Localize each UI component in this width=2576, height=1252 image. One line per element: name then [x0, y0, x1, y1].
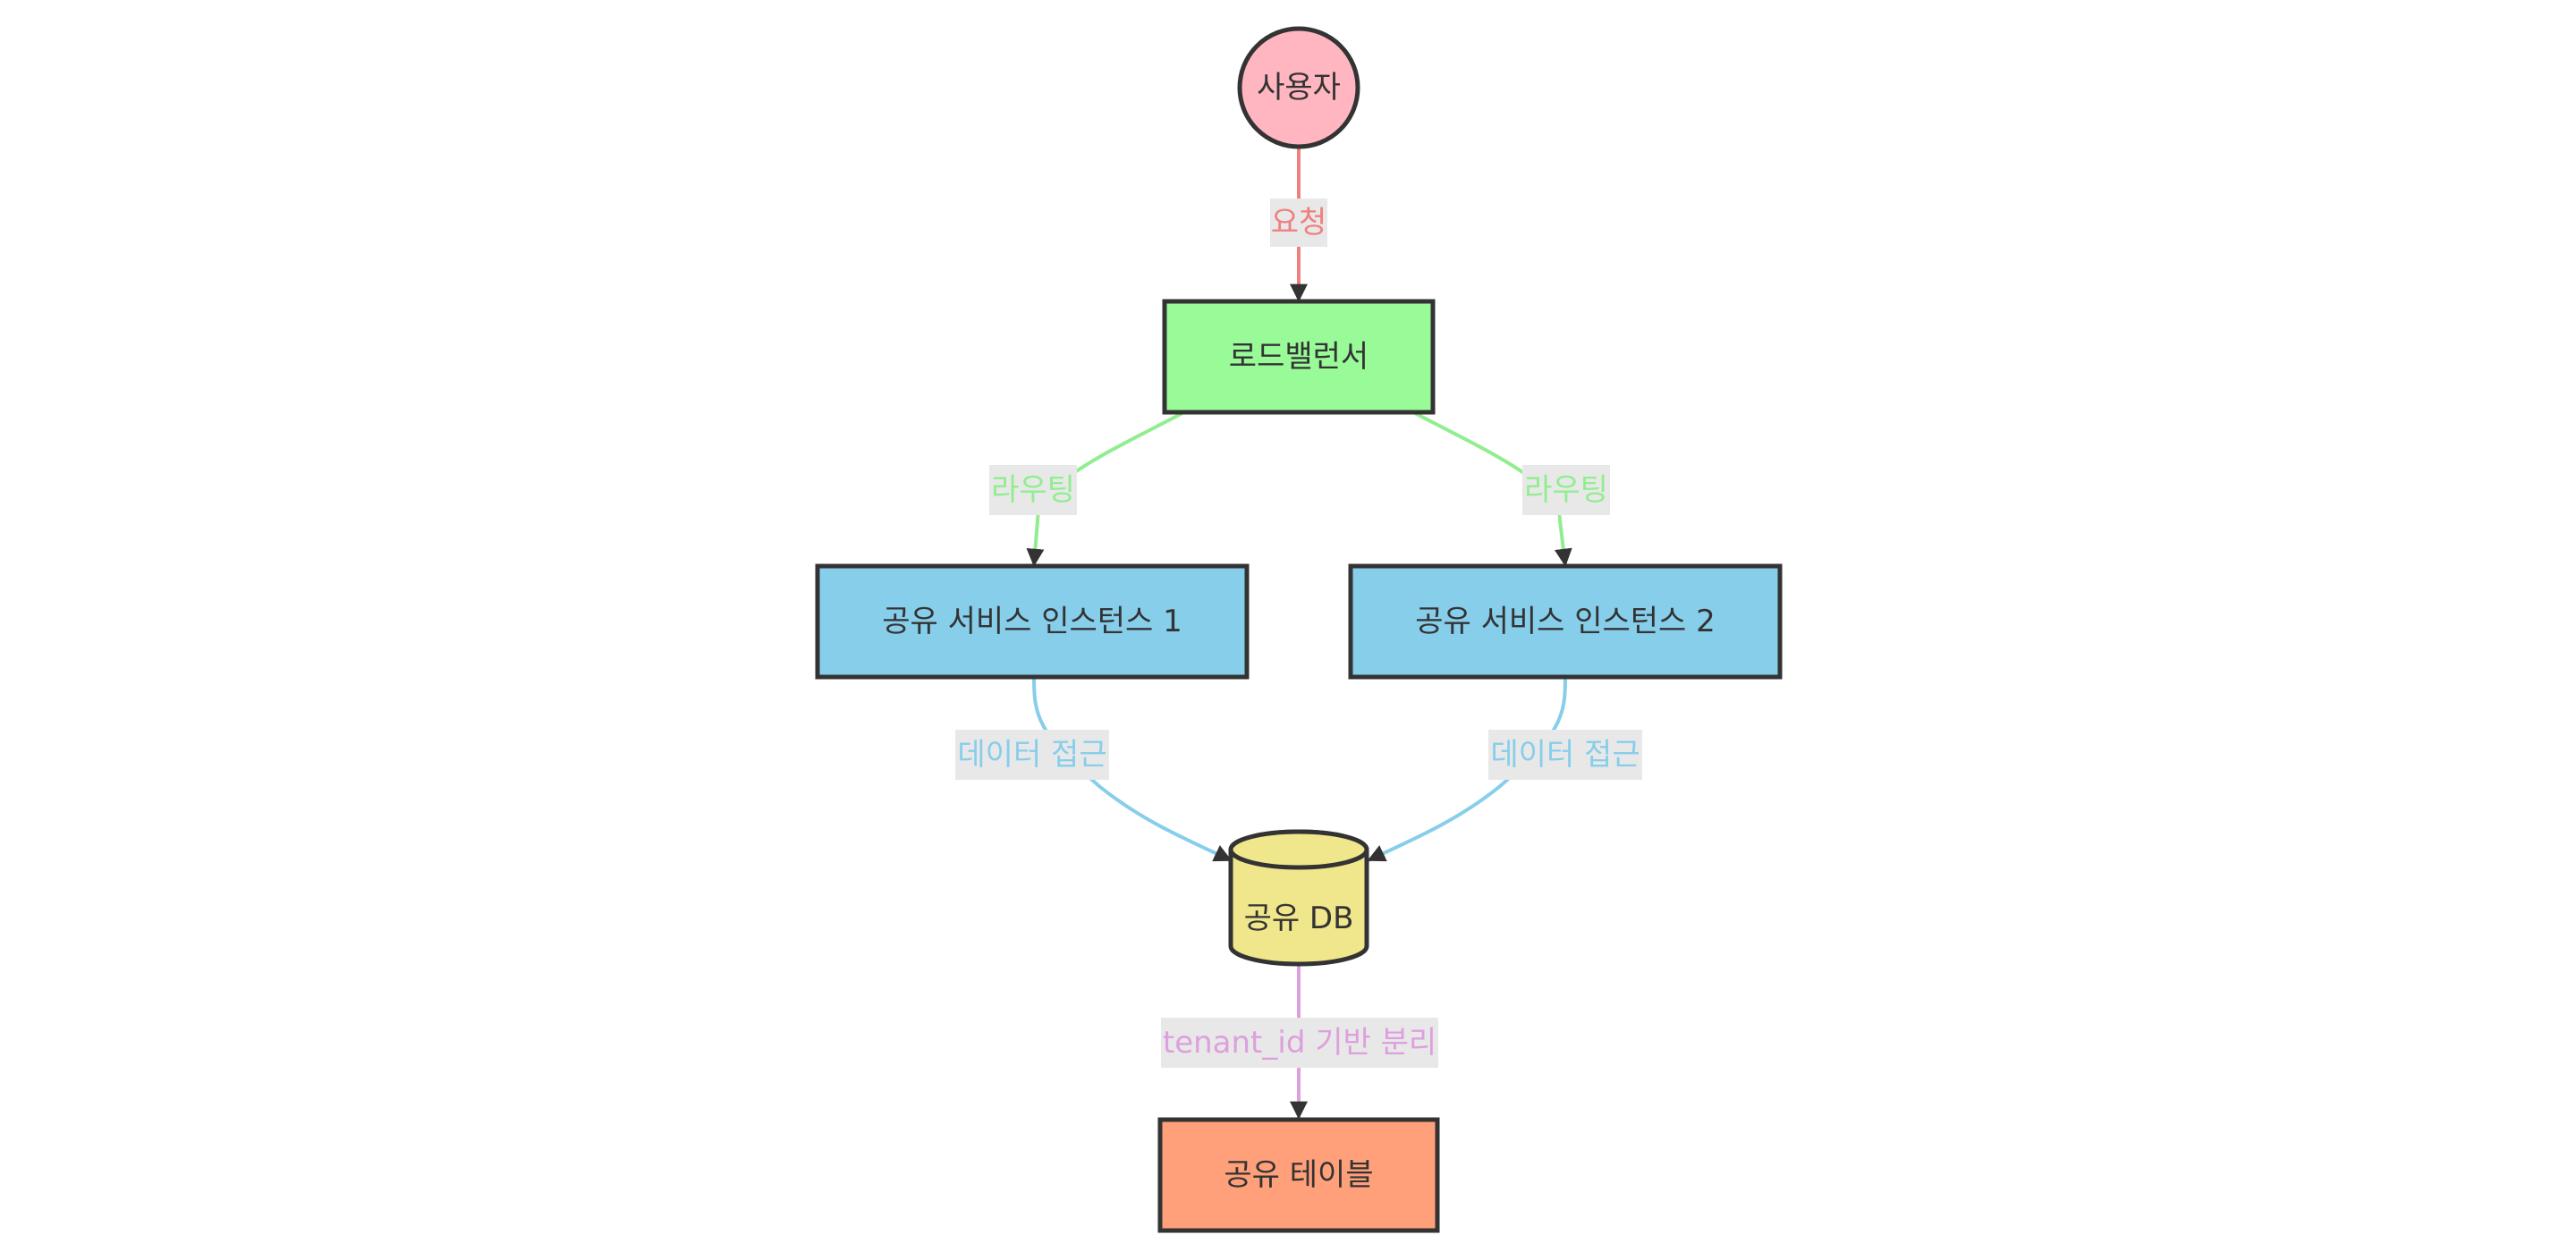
node-shared-table-label: 공유 테이블: [1224, 1157, 1373, 1193]
edge-label-tenant-separation: tenant_id 기반 분리: [1161, 1018, 1438, 1068]
edge-label-data-access-2: 데이터 접근: [1488, 730, 1642, 780]
node-loadbalancer: 로드밸런서: [1162, 299, 1436, 415]
edge-label-data-access-1-text: 데이터 접근: [957, 737, 1106, 773]
nodes: 사용자 로드밸런서 공유 서비스 인스턴스 1 공유 서비스 인스턴스 2 공유…: [815, 26, 1783, 1233]
edge-label-request-text: 요청: [1271, 205, 1327, 241]
node-service-instance-2-label: 공유 서비스 인스턴스 2: [1415, 604, 1716, 639]
node-user-label: 사용자: [1257, 70, 1341, 106]
edge-label-request: 요청: [1270, 199, 1327, 247]
edge-label-routing-2-text: 라우팅: [1524, 472, 1608, 508]
edge-label-tenant-separation-text: tenant_id 기반 분리: [1163, 1025, 1436, 1061]
node-service-instance-1: 공유 서비스 인스턴스 1: [815, 563, 1250, 680]
node-loadbalancer-label: 로드밸런서: [1229, 339, 1368, 375]
edge-labels: 요청 라우팅 라우팅 데이터 접근 데이터 접근 tenant_id 기반 분리: [955, 199, 1642, 1068]
node-shared-db: 공유 DB: [1228, 829, 1369, 967]
edge-service1-to-db: [1032, 677, 1233, 862]
edge-service2-to-db: [1367, 677, 1567, 862]
edge-label-routing-1: 라우팅: [989, 465, 1077, 515]
edge-label-data-access-1: 데이터 접근: [955, 730, 1109, 780]
node-service-instance-1-label: 공유 서비스 인스턴스 1: [882, 604, 1182, 639]
node-user: 사용자: [1237, 26, 1360, 149]
node-service-instance-2: 공유 서비스 인스턴스 2: [1348, 563, 1783, 680]
edge-label-data-access-2-text: 데이터 접근: [1490, 737, 1640, 773]
node-shared-db-label: 공유 DB: [1244, 901, 1354, 936]
node-shared-table: 공유 테이블: [1157, 1117, 1440, 1233]
edge-label-routing-1-text: 라우팅: [991, 472, 1075, 508]
edge-label-routing-2: 라우팅: [1522, 465, 1610, 515]
